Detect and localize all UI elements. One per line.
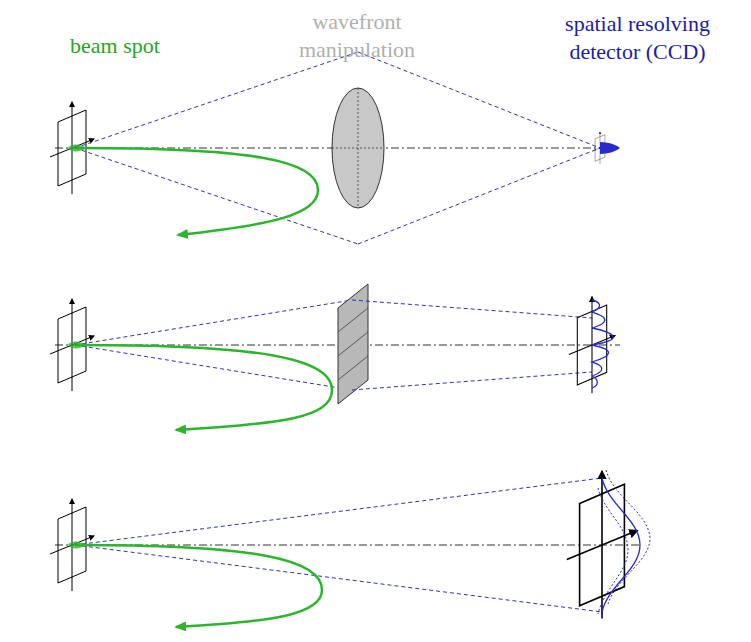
direct-row	[50, 470, 650, 627]
lens-row	[50, 52, 620, 244]
beam-spot-label: beam spot	[30, 32, 200, 60]
detector-label: spatial resolving detector (CCD)	[530, 10, 745, 66]
grating-row	[50, 284, 620, 430]
wavefront-label: wavefront manipulation	[282, 8, 432, 64]
